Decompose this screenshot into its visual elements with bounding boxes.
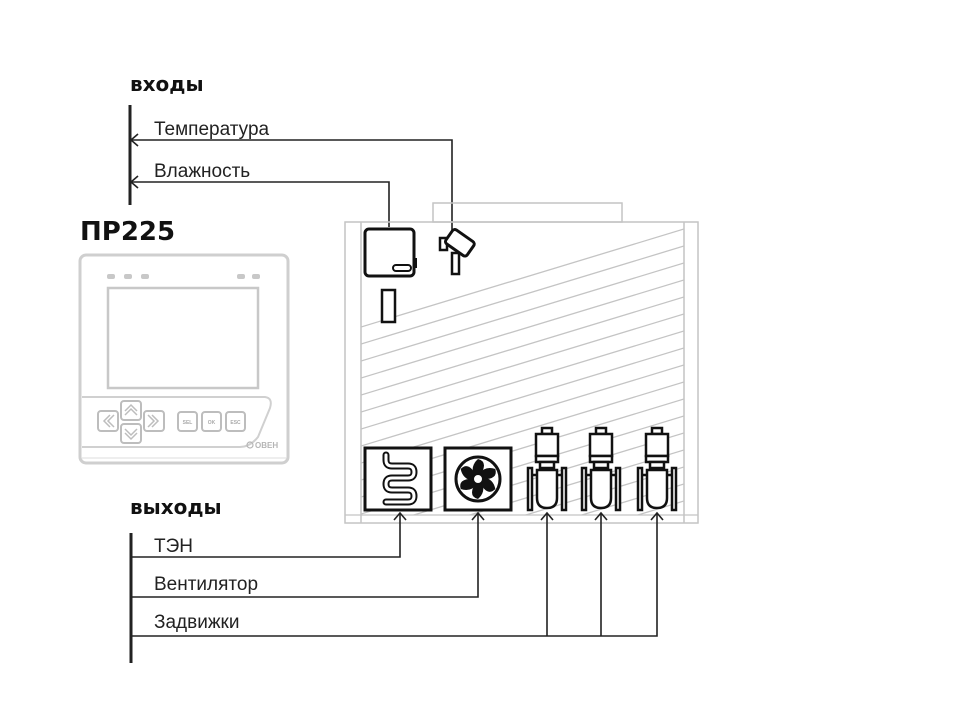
- indicator-leds: [107, 274, 260, 279]
- temperature-wire: [129, 133, 453, 232]
- key-esc[interactable]: ESC: [225, 411, 246, 432]
- key-ok-label: OK: [208, 420, 216, 426]
- fan-icon: [443, 446, 513, 512]
- hatch-line: [361, 569, 684, 667]
- hatch-line: [361, 279, 684, 379]
- controller-title: ПР225: [80, 217, 175, 247]
- key-left[interactable]: [97, 410, 119, 432]
- hatch-line: [361, 518, 684, 616]
- hatch-line: [361, 262, 684, 362]
- key-sel[interactable]: SEL: [177, 411, 198, 432]
- valves-group: [526, 426, 678, 512]
- outputs-heading: выходы: [130, 495, 222, 519]
- controller-device: SEL OK ESC ОВЕН: [78, 253, 290, 465]
- valve-icon: [636, 426, 678, 512]
- valves-wire: [131, 511, 664, 637]
- hatch-line: [467, 449, 684, 515]
- humidity-wire: [129, 175, 390, 227]
- key-esc-label: ESC: [230, 420, 241, 426]
- hatch-line: [361, 586, 684, 684]
- key-ok[interactable]: OK: [201, 411, 222, 432]
- hatch-line: [361, 245, 684, 345]
- hatch-line: [361, 313, 684, 413]
- controller-screen: [106, 286, 260, 390]
- valve-icon: [526, 426, 568, 512]
- inputs-heading: входы: [130, 72, 204, 96]
- brand-logo: ОВЕН: [246, 441, 278, 450]
- hatch-line: [361, 296, 684, 396]
- output-label-heater: ТЭН: [154, 536, 193, 557]
- hatch-line: [635, 500, 684, 515]
- hatch-line: [411, 432, 684, 515]
- key-sel-label: SEL: [183, 420, 193, 426]
- output-label-valves: Задвижки: [154, 612, 239, 633]
- hatch-line: [361, 347, 684, 447]
- key-right[interactable]: [143, 410, 165, 432]
- hatch-line: [361, 535, 684, 633]
- temperature-sensor-icon: [438, 228, 476, 276]
- hatch-line: [579, 483, 684, 515]
- heater-wire: [131, 511, 407, 558]
- key-up[interactable]: [120, 400, 142, 421]
- brand-logo-text: ОВЕН: [255, 441, 278, 450]
- valve-icon: [580, 426, 622, 512]
- input-label-temperature: Температура: [154, 119, 270, 140]
- key-down[interactable]: [120, 423, 142, 444]
- heater-icon: [363, 446, 433, 512]
- humidity-sensor-icon: [363, 227, 417, 324]
- hatch-line: [361, 228, 684, 328]
- chamber-top-duct: [432, 202, 623, 223]
- hatch-line: [361, 330, 684, 430]
- input-label-humidity: Влажность: [154, 161, 250, 182]
- output-label-fan: Вентилятор: [154, 574, 258, 595]
- keypad-panel: [82, 396, 272, 448]
- hatch-line: [523, 466, 684, 515]
- fan-wire: [131, 511, 485, 598]
